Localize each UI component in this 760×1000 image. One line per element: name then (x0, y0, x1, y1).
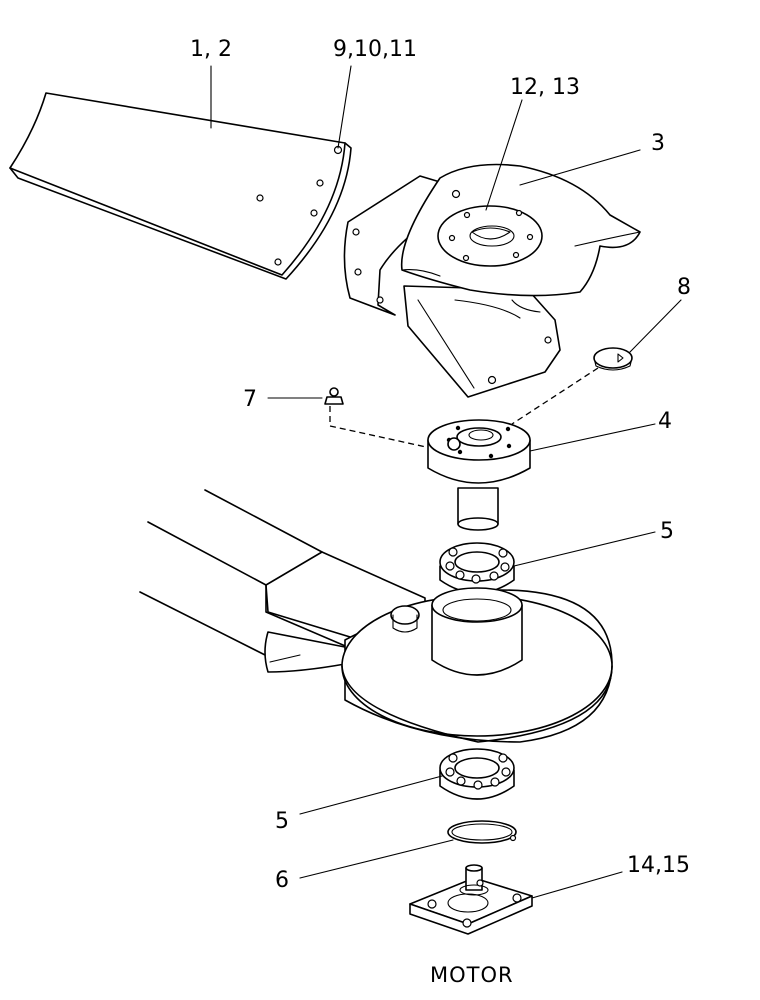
label-grease-nipple: 7 (243, 387, 257, 412)
label-blade-bolts: 9,10,11 (333, 37, 417, 62)
label-blade-carrier: 3 (651, 131, 665, 156)
caption-motor: MOTOR (430, 963, 514, 987)
label-blade: 1, 2 (190, 37, 232, 62)
label-bearing-lower: 5 (275, 809, 289, 834)
disc (341, 587, 613, 743)
bearing-upper (439, 542, 515, 594)
cap (593, 347, 633, 371)
motor-mount (409, 864, 533, 935)
label-bearing-upper: 5 (660, 519, 674, 544)
bearing-lower (439, 748, 515, 800)
grease-nipple (324, 387, 344, 405)
hub (427, 419, 531, 531)
blade-carrier (343, 163, 641, 398)
blade (9, 92, 352, 280)
leader-lines (210, 65, 682, 899)
label-plate-bolts: 12, 13 (510, 75, 580, 100)
circlip (447, 820, 517, 844)
label-hub: 4 (658, 409, 672, 434)
label-circlip: 6 (275, 868, 289, 893)
label-cap: 8 (677, 275, 691, 300)
label-motor-mount: 14,15 (627, 853, 690, 878)
